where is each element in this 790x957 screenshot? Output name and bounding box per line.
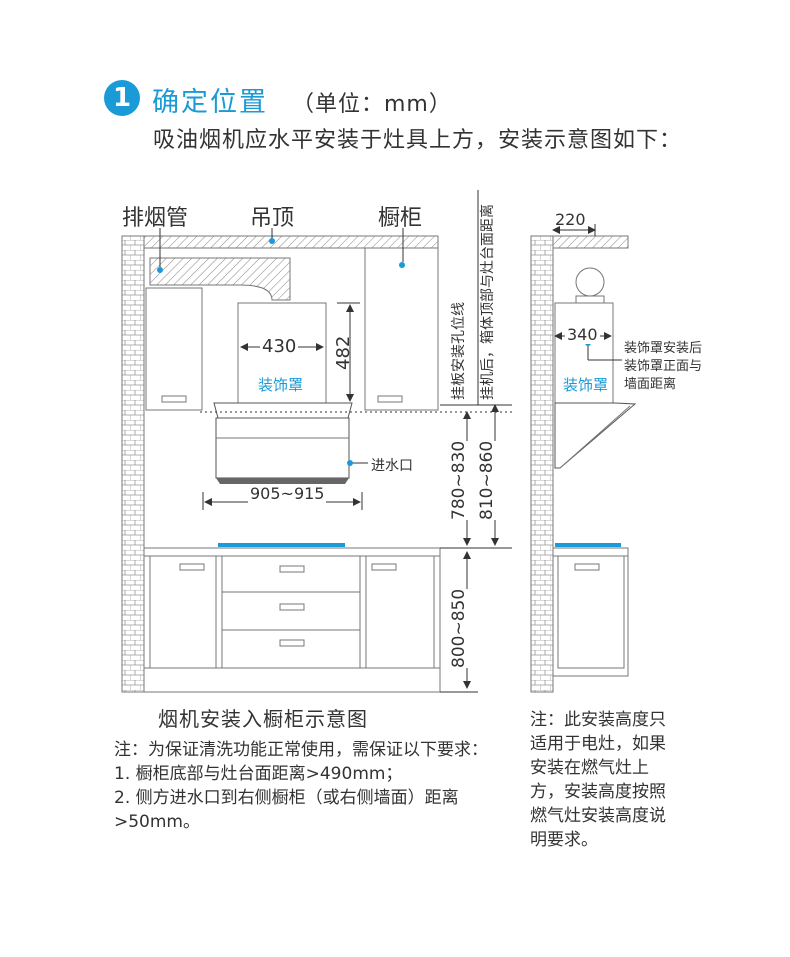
section-title: 确定位置 <box>152 87 268 118</box>
dim-hood-width: 905~915 <box>248 484 327 503</box>
decor-note-line-3: 墙面距离 <box>624 377 677 392</box>
right-wall <box>530 235 554 693</box>
label-cabinet: 橱柜 <box>378 206 423 231</box>
decor-distance-note: 装饰罩安装后 装饰罩正面与 墙面距离 <box>624 340 702 394</box>
diagram-caption: 烟机安装入橱柜示意图 <box>158 707 368 731</box>
label-ceiling: 吊顶 <box>250 206 295 231</box>
label-exhaust-pipe: 排烟管 <box>122 206 189 231</box>
dim-side-cover-depth: 340 <box>565 325 600 344</box>
upper-cabinet-left <box>145 287 203 411</box>
notes-block: 注：为保证清洗功能正常使用，需保证以下要求： 1. 橱柜底部与灶台面距离>490… <box>114 738 514 834</box>
side-view <box>530 224 637 693</box>
ceiling-band <box>143 235 439 249</box>
dim-cover-width: 430 <box>260 336 299 357</box>
label-decor-cover: 装饰罩 <box>258 376 304 394</box>
step-number-badge: 1 <box>104 80 140 116</box>
decor-note-line-1: 装饰罩安装后 <box>624 341 703 356</box>
intro-text: 吸油烟机应水平安装于灶具上方，安装示意图如下： <box>153 128 683 153</box>
side-note: 注：此安装高度只适用于电灶，如果安装在燃气灶上方，安装高度按照燃气灶安装高度说明… <box>530 710 666 850</box>
note-line-2: 2. 侧方进水口到右侧橱柜（或右侧墙面）距离>50mm。 <box>114 788 459 832</box>
left-wall <box>121 235 145 693</box>
unit-note: （单位：mm） <box>292 92 452 117</box>
front-view <box>121 190 512 693</box>
exhaust-pipe <box>149 257 291 301</box>
label-hang-plate-line: 挂板安装孔位线 <box>451 302 467 400</box>
dim-hood-to-stove: 780~830 <box>449 440 469 520</box>
dim-counter-height: 800~850 <box>449 588 469 668</box>
dim-top-to-stove: 810~860 <box>477 440 497 520</box>
decor-note-line-2: 装饰罩正面与 <box>624 359 703 374</box>
label-water-inlet: 进水口 <box>371 458 413 474</box>
label-cabinet-top-distance: 挂机后，箱体顶部与灶台面距离 <box>480 204 496 400</box>
dim-cover-height: 482 <box>333 335 354 370</box>
note-line-0: 注：为保证清洗功能正常使用，需保证以下要求： <box>114 740 488 760</box>
upper-cabinet-right <box>364 247 439 411</box>
hood-body <box>215 417 350 479</box>
label-side-decor-cover: 装饰罩 <box>563 376 609 394</box>
note-line-1: 1. 橱柜底部与灶台面距离>490mm； <box>114 764 403 784</box>
side-decor-cover <box>554 302 614 404</box>
dim-side-top: 220 <box>555 210 586 229</box>
